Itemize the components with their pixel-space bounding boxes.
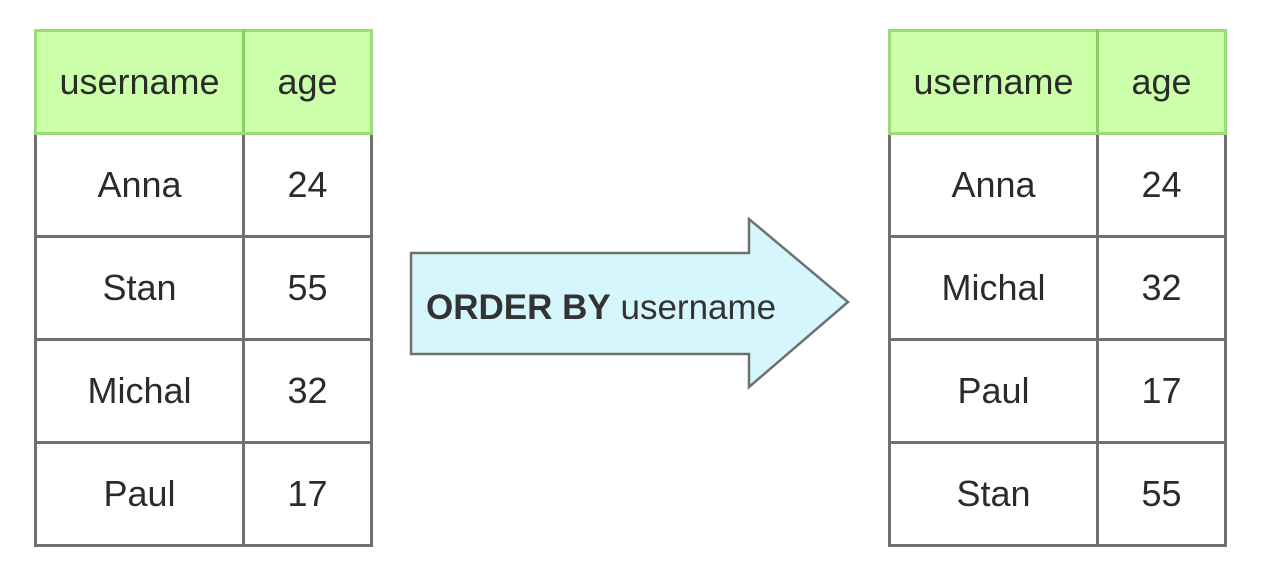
header-row: username age — [888, 29, 1227, 135]
cell-username: Anna — [34, 132, 245, 238]
table-row: Michal 32 — [34, 338, 373, 444]
table-row: Michal 32 — [888, 235, 1227, 341]
table-row: Paul 17 — [888, 338, 1227, 444]
header-cell-age: age — [242, 29, 373, 135]
cell-username: Stan — [34, 235, 245, 341]
order-by-arrow — [409, 216, 850, 390]
table-row: Paul 17 — [34, 441, 373, 547]
table-row: Anna 24 — [888, 132, 1227, 238]
cell-username: Michal — [888, 235, 1099, 341]
table-row: Stan 55 — [888, 441, 1227, 547]
cell-age: 24 — [1096, 132, 1227, 238]
arrow-label: ORDER BY username — [426, 288, 776, 328]
cell-age: 55 — [242, 235, 373, 341]
arrow-shape — [409, 216, 850, 390]
cell-username: Paul — [888, 338, 1099, 444]
order-by-column: username — [620, 288, 777, 327]
header-cell-username: username — [34, 29, 245, 135]
header-cell-age: age — [1096, 29, 1227, 135]
cell-age: 17 — [242, 441, 373, 547]
cell-age: 32 — [1096, 235, 1227, 341]
cell-username: Stan — [888, 441, 1099, 547]
cell-age: 17 — [1096, 338, 1227, 444]
order-by-keyword: ORDER BY — [426, 288, 611, 327]
cell-age: 24 — [242, 132, 373, 238]
source-table: username age Anna 24 Stan 55 Michal 32 P… — [34, 29, 373, 547]
cell-username: Paul — [34, 441, 245, 547]
table-row: Anna 24 — [34, 132, 373, 238]
table-row: Stan 55 — [34, 235, 373, 341]
cell-username: Michal — [34, 338, 245, 444]
cell-age: 55 — [1096, 441, 1227, 547]
header-cell-username: username — [888, 29, 1099, 135]
cell-username: Anna — [888, 132, 1099, 238]
cell-age: 32 — [242, 338, 373, 444]
header-row: username age — [34, 29, 373, 135]
sorted-table: username age Anna 24 Michal 32 Paul 17 S… — [888, 29, 1227, 547]
